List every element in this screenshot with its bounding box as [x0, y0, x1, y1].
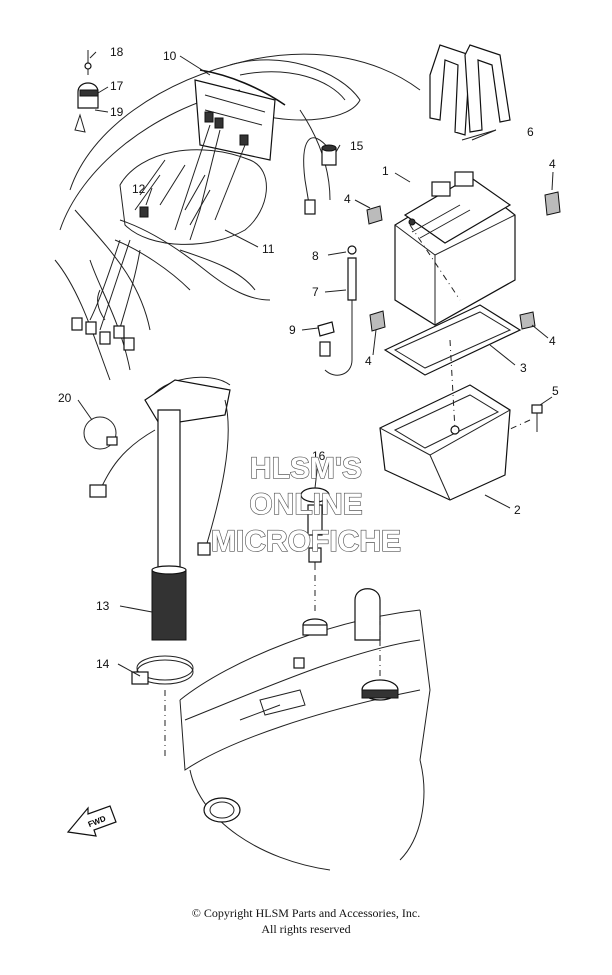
callout-9: 9: [289, 323, 296, 337]
callout-10: 10: [163, 49, 177, 63]
decal-panel: [119, 149, 267, 245]
copyright-notice: © Copyright HLSM Parts and Accessories, …: [0, 905, 612, 937]
callout-11: 11: [262, 242, 275, 256]
wire-harness: [71, 239, 141, 351]
hose-clamp: [131, 655, 194, 685]
fuel-tank: [164, 588, 431, 871]
lead-sensor: [303, 137, 337, 215]
callout-7: 7: [312, 285, 319, 299]
callout-13: 13: [96, 599, 110, 613]
watermark-line-2: ONLINE: [249, 488, 362, 521]
callout-3: 3: [520, 361, 527, 375]
hull-outline: [54, 53, 421, 381]
callout-15: 15: [350, 139, 364, 153]
clip-assembly: [74, 50, 99, 133]
callout-20: 20: [58, 391, 72, 405]
fuel-sender: [83, 376, 231, 641]
copyright-line-2: All rights reserved: [261, 922, 351, 936]
parts-diagram: FWD 18 17 19 10 15 1 6 4 4: [54, 44, 561, 871]
watermark-line-1: HLSM'S: [250, 452, 362, 485]
pads: [366, 191, 561, 332]
battery-box: [379, 339, 511, 501]
callout-14: 14: [96, 657, 110, 671]
battery-band: [429, 44, 511, 136]
callout-4-bottom-right: 4: [549, 334, 556, 348]
watermark-line-3: MICROFICHE: [211, 525, 401, 558]
breather-tube: [317, 245, 357, 376]
meter-assembly: [174, 69, 286, 241]
copyright-line-1: © Copyright HLSM Parts and Accessories, …: [191, 906, 421, 920]
callout-16: 16: [312, 449, 326, 463]
bolt: [507, 404, 543, 432]
callout-4-top-left: 4: [344, 192, 351, 206]
fwd-arrow: FWD: [66, 805, 117, 837]
callout-2: 2: [514, 503, 521, 517]
callout-4-bottom-left: 4: [365, 354, 372, 368]
callout-8: 8: [312, 249, 319, 263]
callout-12: 12: [132, 182, 146, 196]
connector-12: [139, 206, 149, 218]
battery: [394, 171, 516, 326]
callout-4-top-right: 4: [549, 157, 556, 171]
callout-19: 19: [110, 105, 124, 119]
callout-18: 18: [110, 45, 124, 59]
part-16: [300, 487, 330, 615]
leader-lines: [77, 51, 554, 677]
battery-mat: [383, 304, 522, 376]
callout-1: 1: [382, 164, 389, 178]
callout-5: 5: [552, 384, 559, 398]
callout-17: 17: [110, 79, 124, 93]
callout-numbers: 18 17 19 10 15 1 6 4 4 12 11 8 7 9 4 4 3…: [58, 45, 559, 671]
callout-6: 6: [527, 125, 534, 139]
watermark: HLSM'S ONLINE MICROFICHE: [210, 451, 401, 558]
